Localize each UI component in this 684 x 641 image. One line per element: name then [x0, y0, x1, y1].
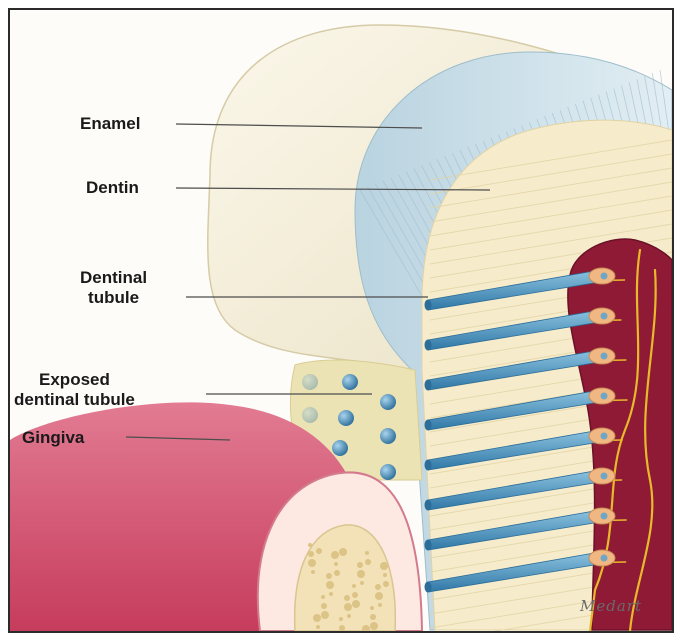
diagram-frame: Enamel Dentin Dentinal tubule Exposed de… [8, 8, 674, 633]
exposed-tubule-opening [380, 394, 396, 410]
exposed-tubule-opening [342, 374, 358, 390]
exposed-tubule-opening [338, 410, 354, 426]
exposed-tubule-opening [332, 440, 348, 456]
tooth-cross-section-illustration [10, 10, 672, 631]
dentinal-tubule-label-line1: Dentinal [80, 268, 147, 288]
exposed-tubule-opening [302, 374, 318, 390]
exposed-tubule-opening [302, 407, 318, 423]
enamel-label: Enamel [80, 114, 140, 134]
dentinal-tubule-label: Dentinal tubule [80, 268, 147, 308]
gingiva-label: Gingiva [22, 428, 84, 448]
exposed-dentinal-tubule-label: Exposed dentinal tubule [14, 370, 135, 410]
exposed-label-line2: dentinal tubule [14, 390, 135, 410]
exposed-tubule-opening [380, 428, 396, 444]
dentinal-tubule-label-line2: tubule [80, 288, 147, 308]
exposed-tubule-opening [380, 464, 396, 480]
exposed-label-line1: Exposed [14, 370, 135, 390]
dentin-label: Dentin [86, 178, 139, 198]
medart-signature: Medart [580, 597, 642, 615]
